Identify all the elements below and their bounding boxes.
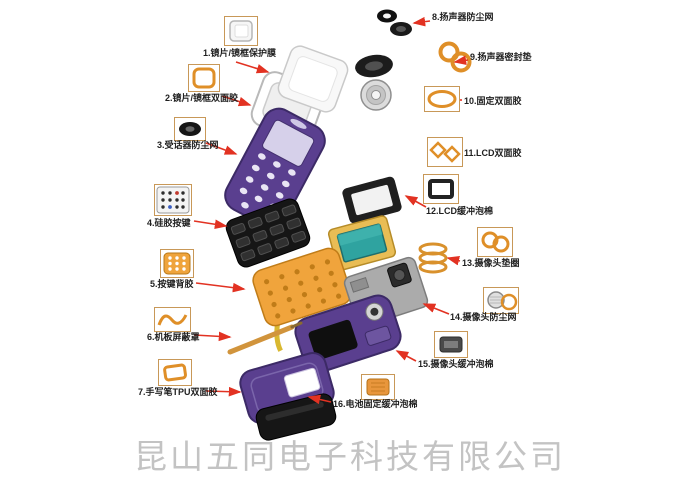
part-speaker-seal bbox=[355, 54, 393, 78]
part-camera-gasket-stack bbox=[418, 242, 448, 274]
board-shield-thumb-icon bbox=[154, 307, 191, 332]
silicone-keypad-thumb-icon bbox=[154, 184, 192, 216]
camera-buffer-foam-thumb-icon bbox=[434, 331, 468, 358]
callout-label-15: 15.摄像头缓冲泡棉 bbox=[418, 359, 494, 369]
part-battery-cover bbox=[255, 393, 337, 441]
stylus-tpu-adhesive-thumb-icon bbox=[158, 359, 192, 386]
lcd-foam-thumb-icon bbox=[423, 174, 459, 204]
part-lcd-foam-frame bbox=[342, 176, 402, 224]
callout-label-8: 8.扬声器防尘网 bbox=[432, 12, 494, 22]
speaker-gasket-thumb-icon bbox=[438, 41, 472, 73]
callout-label-12: 12.LCD缓冲泡棉 bbox=[426, 206, 494, 216]
callout-label-1: 1.镜片/镜框保护膜 bbox=[203, 48, 277, 58]
callout-label-10: 10.固定双面胶 bbox=[464, 96, 522, 106]
part-rear-housing bbox=[294, 294, 402, 374]
fixing-adhesive-thumb-icon bbox=[424, 86, 460, 112]
callout-label-14: 14.摄像头防尘网 bbox=[450, 312, 517, 322]
part-stylus bbox=[227, 321, 303, 355]
callout-label-11: 11.LCD双面胶 bbox=[464, 148, 522, 158]
callout-label-3: 3.受话器防尘网 bbox=[157, 140, 219, 150]
callout-label-7: 7.手写笔TPU双面胶 bbox=[138, 387, 218, 397]
company-watermark: 昆山五同电子科技有限公司 bbox=[134, 438, 566, 475]
part-front-housing bbox=[224, 107, 326, 229]
part-keypad bbox=[225, 198, 311, 268]
callout-label-5: 5.按键背胶 bbox=[150, 279, 194, 289]
receiver-dust-net-thumb-icon bbox=[174, 117, 206, 141]
part-keypad-membrane bbox=[252, 247, 352, 352]
callout-label-6: 6.机板屏蔽罩 bbox=[147, 332, 200, 342]
callout-label-2: 2.镜片/镜框双面胶 bbox=[165, 93, 239, 103]
lens-film-thumb-icon bbox=[224, 16, 258, 46]
keypad-adhesive-thumb-icon bbox=[160, 249, 194, 278]
part-lcd-module bbox=[327, 215, 397, 271]
callout-label-9: 9.扬声器密封垫 bbox=[470, 52, 532, 62]
camera-gasket-thumb-icon bbox=[477, 227, 513, 257]
leader-arrows bbox=[193, 16, 469, 405]
camera-dust-net-thumb-icon bbox=[483, 287, 519, 314]
callout-label-16: 16.电池固定缓冲泡棉 bbox=[333, 399, 418, 409]
speaker-dust-net-thumb-icon bbox=[377, 9, 412, 36]
lcd-adhesive-thumb-icon bbox=[427, 137, 463, 167]
callout-label-4: 4.硅胶按键 bbox=[147, 218, 191, 228]
lens-frame-adhesive-thumb-icon bbox=[188, 64, 220, 92]
part-lens-film bbox=[277, 45, 349, 113]
part-speaker bbox=[360, 79, 392, 111]
callout-label-13: 13.摄像头垫圈 bbox=[462, 258, 520, 268]
battery-foam-thumb-icon bbox=[361, 374, 395, 400]
